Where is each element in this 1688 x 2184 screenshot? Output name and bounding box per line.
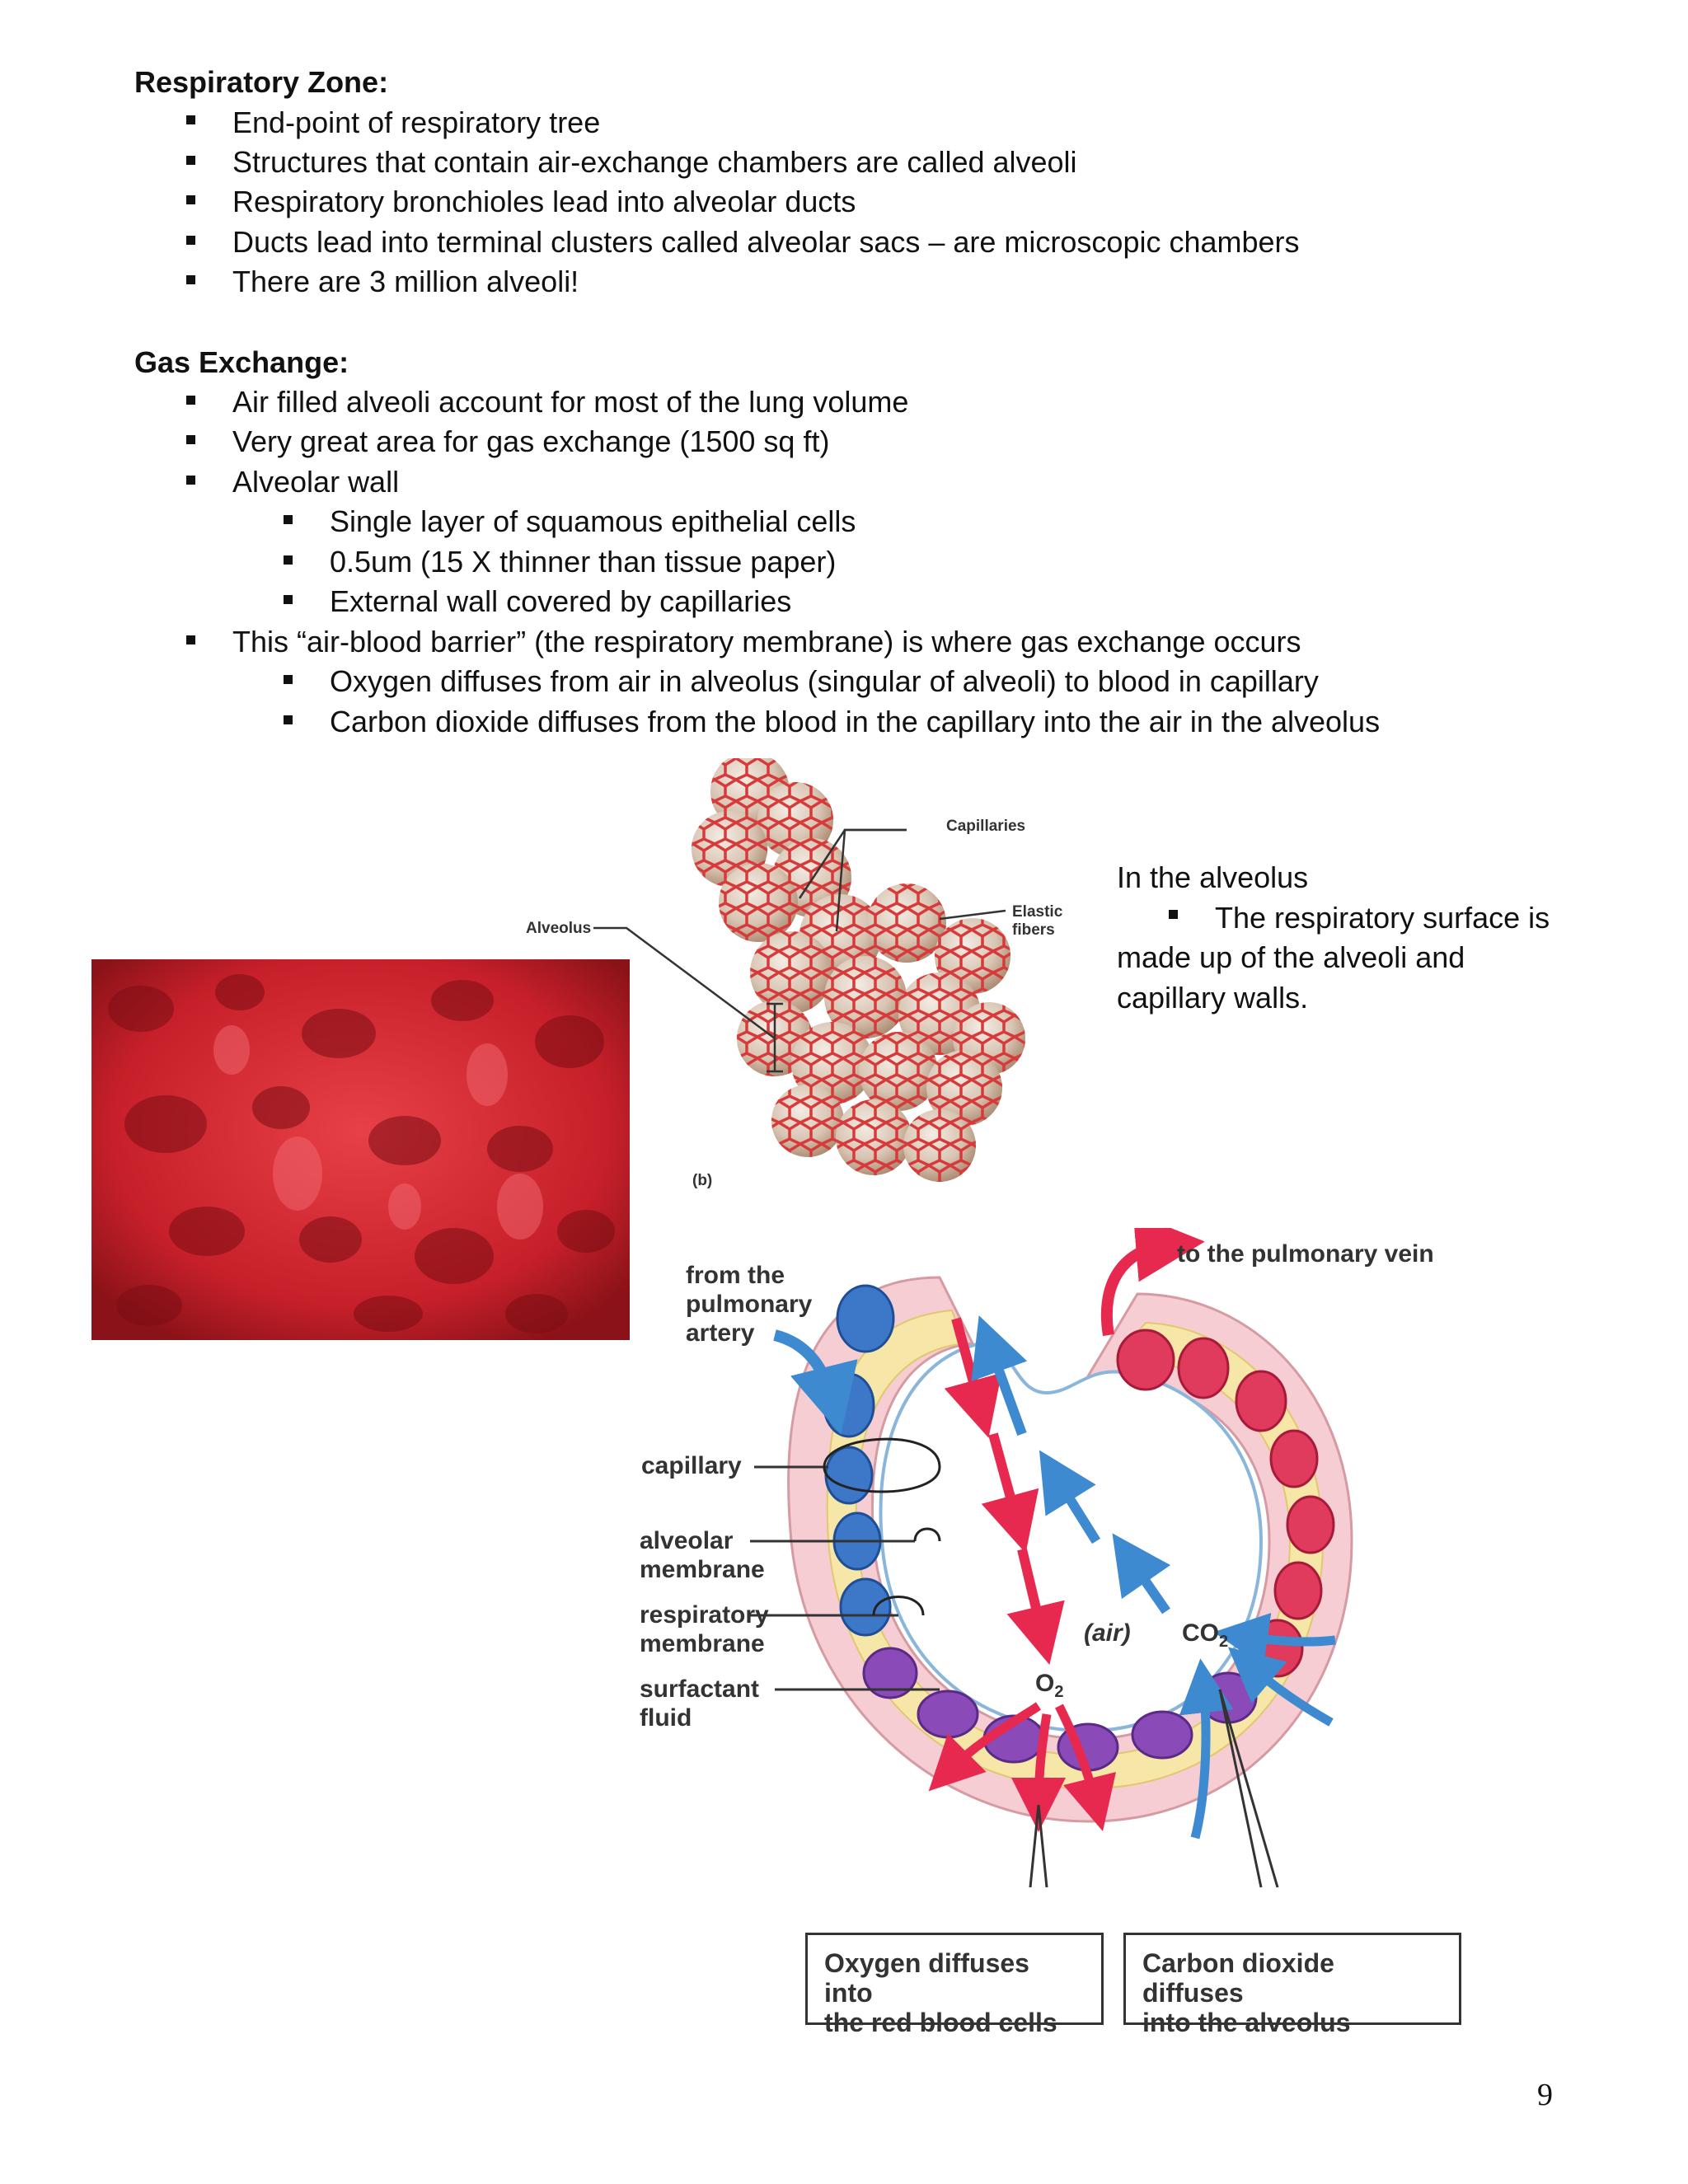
- co2-symbol: CO: [1182, 1619, 1219, 1647]
- bullet-icon: [186, 396, 195, 405]
- side-note-line2: The respiratory surface is: [1215, 901, 1550, 935]
- sub-list-item: Oxygen diffuses from air in alveolus (si…: [330, 664, 1319, 698]
- air-label: (air): [1084, 1619, 1131, 1647]
- respiratory-membrane-line1: respiratory: [640, 1601, 769, 1629]
- alveolus-label: Alveolus: [526, 920, 592, 937]
- respiratory-membrane-line2: membrane: [640, 1630, 765, 1657]
- bullet-icon: [186, 476, 195, 485]
- list-item: End-point of respiratory tree: [232, 105, 601, 139]
- alveolus-leader-line: [593, 926, 776, 1040]
- bullet-icon: [1169, 910, 1178, 919]
- to-pulmonary-vein-label: to the pulmonary vein: [1177, 1240, 1434, 1268]
- side-note-line4: capillary walls.: [1117, 981, 1309, 1015]
- side-note-line3: made up of the alveoli and: [1117, 940, 1465, 974]
- bullet-icon: [186, 156, 195, 165]
- respiratory-zone-heading: Respiratory Zone:: [134, 65, 389, 99]
- alveolar-membrane-line1: alveolar: [640, 1527, 734, 1554]
- bullet-icon: [284, 515, 293, 524]
- respiratory-membrane-label: respiratory membrane: [640, 1601, 769, 1658]
- co2-box-line2: into the alveolus: [1142, 2008, 1351, 2037]
- oxygen-box-line2: the red blood cells: [824, 2008, 1057, 2037]
- bullet-icon: [186, 635, 195, 644]
- from-pulmonary-artery-label: from the pulmonary artery: [686, 1261, 812, 1347]
- co2-diffuses-box: Carbon dioxide diffuses into the alveolu…: [1123, 1933, 1461, 2037]
- artery-label-line2: pulmonary: [686, 1291, 813, 1318]
- list-item: Very great area for gas exchange (1500 s…: [232, 424, 830, 458]
- list-item: There are 3 million alveoli!: [232, 265, 579, 298]
- elastic-fibers-label: Elastic fibers: [1012, 903, 1062, 940]
- sub-list-item: 0.5um (15 X thinner than tissue paper): [330, 545, 837, 579]
- list-item: Air filled alveoli account for most of t…: [232, 385, 909, 419]
- vein-arrow-icon: [1100, 1228, 1205, 1337]
- sub-list-item: Carbon dioxide diffuses from the blood i…: [330, 705, 1381, 738]
- bullet-icon: [186, 435, 195, 444]
- o2-label: O2: [1035, 1670, 1063, 1702]
- capillary-label: capillary: [641, 1452, 742, 1479]
- co2-subscript: 2: [1219, 1633, 1229, 1651]
- alveolar-membrane-line2: membrane: [640, 1556, 765, 1583]
- alveolar-membrane-label: alveolar membrane: [640, 1526, 765, 1584]
- gas-exchange-diagram: [750, 1228, 1353, 1888]
- bullet-icon: [284, 595, 293, 604]
- sub-list-item: External wall covered by capillaries: [330, 584, 792, 618]
- bullet-icon: [186, 195, 195, 204]
- list-item: Ducts lead into terminal clusters called…: [232, 225, 1300, 259]
- elastic-fibers-leader-line: [939, 909, 1006, 921]
- panel-b-label: (b): [692, 1172, 713, 1189]
- page-number: 9: [1537, 2078, 1553, 2112]
- bullet-icon: [186, 275, 195, 284]
- o2-symbol: O: [1035, 1670, 1055, 1697]
- bullet-icon: [186, 115, 195, 124]
- oxygen-diffuses-box: Oxygen diffuses into the red blood cells: [805, 1933, 1104, 2037]
- artery-label-line1: from the: [686, 1262, 785, 1289]
- surfactant-line1: surfactant: [640, 1675, 760, 1703]
- alveoli-micrograph-image: [91, 959, 630, 1340]
- co2-label: CO2: [1182, 1619, 1228, 1652]
- capillaries-label: Capillaries: [946, 818, 1026, 835]
- co2-box-line1: Carbon dioxide diffuses: [1142, 1948, 1334, 2008]
- side-note-line1: In the alveolus: [1117, 860, 1309, 894]
- bullet-icon: [284, 675, 293, 684]
- list-item: This “air-blood barrier” (the respirator…: [232, 625, 1301, 658]
- gas-exchange-heading: Gas Exchange:: [134, 345, 349, 379]
- list-item: Respiratory bronchioles lead into alveol…: [232, 185, 856, 218]
- alveolar-sac-illustration: [593, 758, 1025, 1182]
- o2-subscript: 2: [1054, 1683, 1064, 1701]
- sub-list-item: Single layer of squamous epithelial cell…: [330, 504, 856, 538]
- elastic-fibers-label-line1: Elastic: [1012, 903, 1063, 921]
- elastic-fibers-label-line2: fibers: [1012, 921, 1055, 939]
- artery-arrow-icon: [773, 1329, 858, 1435]
- surfactant-line2: fluid: [640, 1704, 692, 1732]
- bullet-icon: [284, 715, 293, 724]
- list-item: Structures that contain air-exchange cha…: [232, 145, 1077, 179]
- surfactant-fluid-label: surfactant fluid: [640, 1675, 759, 1732]
- oxygen-box-line1: Oxygen diffuses into: [824, 1948, 1029, 2008]
- bullet-icon: [284, 555, 293, 565]
- artery-label-line3: artery: [686, 1319, 755, 1347]
- list-item: Alveolar wall: [232, 465, 400, 499]
- bullet-icon: [186, 236, 195, 245]
